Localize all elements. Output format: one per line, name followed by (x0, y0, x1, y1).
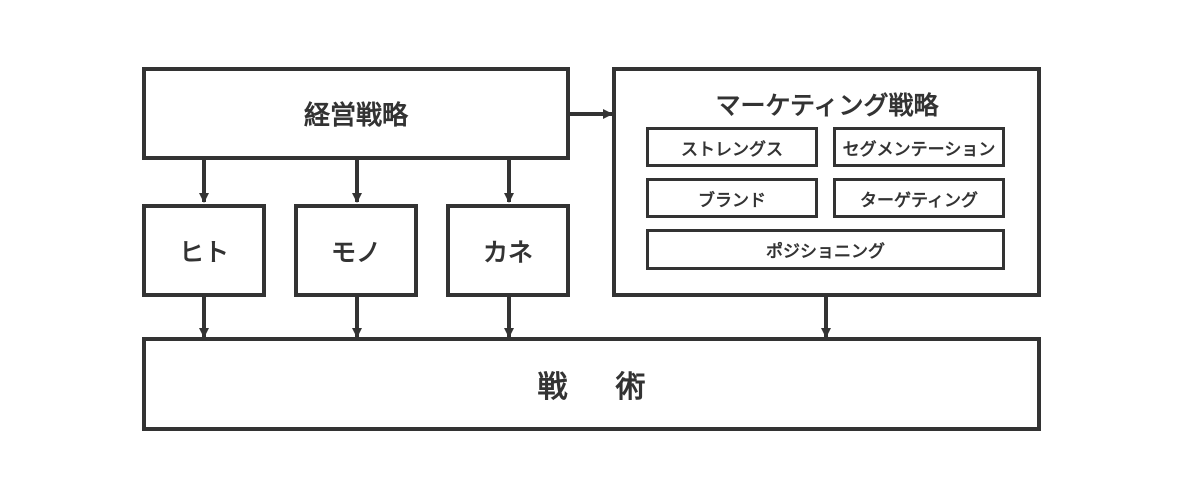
marketing-item-segmentation: セグメンテーション (833, 127, 1005, 167)
resource-label-mono: モノ (330, 237, 381, 267)
marketing-item-strengths: ストレングス (646, 127, 818, 167)
management-strategy-label: 経営戦略 (303, 101, 408, 131)
resource-label-kane: カネ (482, 237, 533, 267)
resource-label-hito: ヒト (178, 237, 229, 267)
marketing-item-label: ターゲティング (860, 190, 978, 211)
marketing-item-label: ストレングス (681, 139, 783, 160)
tactics-label: 戦術 (537, 370, 694, 405)
management-strategy-box: 経営戦略 (142, 67, 570, 160)
marketing-item-brand: ブランド (646, 178, 818, 218)
resource-box-kane: カネ (446, 204, 570, 297)
marketing-item-label: ブランド (698, 190, 766, 211)
tactics-box: 戦術 (142, 337, 1041, 431)
resource-box-mono: モノ (294, 204, 418, 297)
marketing-item-positioning: ポジショニング (646, 229, 1005, 270)
marketing-item-targeting: ターゲティング (833, 178, 1005, 218)
resource-box-hito: ヒト (142, 204, 266, 297)
marketing-strategy-title: マーケティング戦略 (715, 91, 939, 120)
marketing-item-label: セグメンテーション (842, 139, 996, 160)
marketing-item-label: ポジショニング (766, 242, 885, 262)
